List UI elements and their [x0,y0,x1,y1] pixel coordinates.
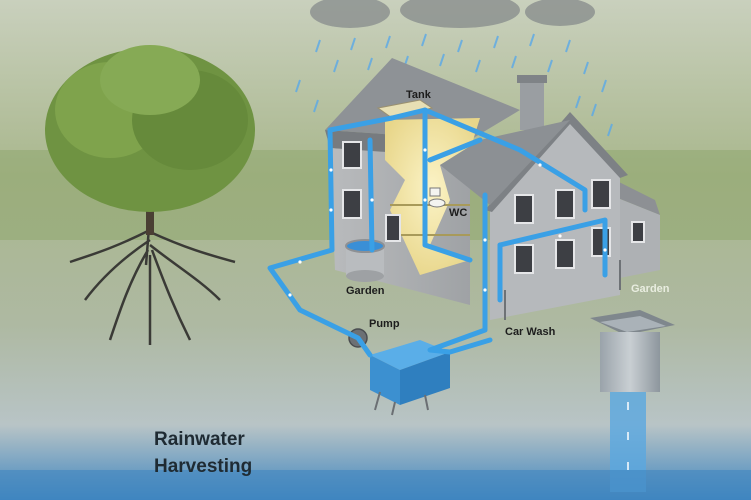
windows [342,141,645,274]
side-roof [440,120,570,205]
roof-tank [376,99,434,119]
garden-left-label: Garden [346,285,385,297]
tree [45,45,255,345]
toilet-icon [428,187,446,208]
garden-barrel [345,239,385,282]
title-line-2: Harvesting [154,456,253,477]
pipe-flow-arrows [288,148,607,297]
rain [295,33,613,137]
ground-water [0,470,751,500]
pipes [267,107,608,358]
chimney [520,80,544,130]
diagram-title: Rainwater Harvesting [154,426,252,480]
wc-label: WC [449,207,468,219]
downpipes [504,260,621,320]
title-line-1: Rainwater [154,429,245,450]
pump-label: Pump [369,318,400,330]
tank-label: Tank [406,89,431,101]
garden-right-label: Garden [631,283,670,295]
car-wash-label: Car Wash [505,326,556,338]
clouds [310,0,595,28]
